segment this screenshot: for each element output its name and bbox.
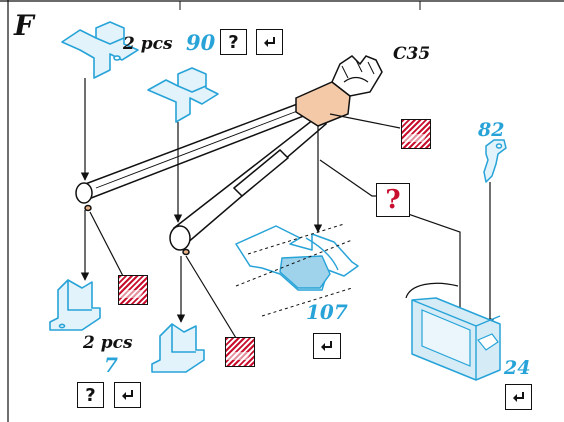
help-icon: ? bbox=[385, 185, 401, 215]
bracket-top-left bbox=[61, 21, 139, 79]
tool-label: C35 bbox=[393, 44, 431, 64]
bracket-top-middle bbox=[147, 67, 219, 123]
enter-return-icon bbox=[321, 341, 332, 351]
enter-return-icon bbox=[121, 390, 133, 400]
enter-button-top[interactable] bbox=[256, 29, 283, 55]
lubricant-grease-icon bbox=[401, 119, 431, 149]
enter-return-icon bbox=[512, 392, 524, 402]
lubricant-grease-icon bbox=[225, 337, 255, 367]
enter-return-icon bbox=[263, 37, 275, 47]
center-part-number: 107 bbox=[306, 300, 348, 324]
lubricant-grease-icon bbox=[118, 275, 148, 305]
help-button-bottom[interactable]: ? bbox=[77, 382, 104, 408]
end-fitting-left bbox=[49, 279, 101, 331]
help-button-top[interactable]: ? bbox=[220, 29, 247, 55]
key-part bbox=[483, 139, 507, 183]
panel-letter: F bbox=[14, 9, 34, 42]
gas-spring-upper bbox=[75, 99, 316, 212]
end-fitting-middle bbox=[151, 323, 205, 373]
bottom-right-part bbox=[405, 282, 501, 381]
help-icon: ? bbox=[85, 384, 96, 406]
bottom-right-part-number: 24 bbox=[504, 357, 531, 379]
help-button-red[interactable]: ? bbox=[376, 183, 410, 217]
gas-spring-lower bbox=[169, 115, 328, 256]
enter-button-center[interactable] bbox=[313, 333, 341, 359]
bottom-part-number: 7 bbox=[104, 353, 118, 377]
top-part-number: 90 bbox=[186, 30, 216, 55]
top-quantity: 2 pcs bbox=[123, 34, 173, 54]
bottom-quantity: 2 pcs bbox=[83, 333, 133, 353]
center-bracket bbox=[235, 223, 359, 317]
enter-button-bottom-right[interactable] bbox=[505, 384, 532, 410]
right-part-number: 82 bbox=[478, 119, 505, 141]
help-icon: ? bbox=[228, 31, 239, 53]
enter-button-bottom[interactable] bbox=[114, 382, 141, 408]
